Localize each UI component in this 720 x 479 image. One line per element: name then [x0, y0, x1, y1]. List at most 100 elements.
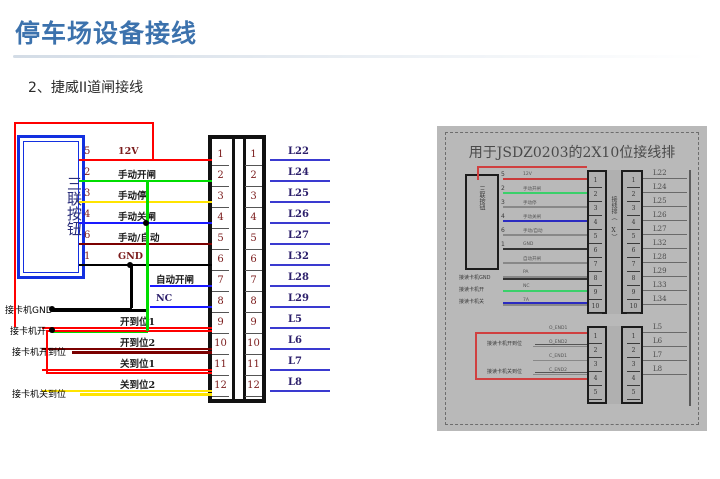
l-label-L29: L29 [288, 293, 309, 304]
wire-开到位1 [42, 327, 212, 329]
photo-wire-PA [503, 276, 587, 278]
photo-signal-label-C_END1: C_END1 [549, 354, 567, 359]
terminal-left-cell-4: 4 [212, 208, 229, 229]
photo-signal-label-NC: NC [523, 284, 530, 289]
photo-l-line-L24 [643, 192, 687, 193]
photo-wire-C_END2 [533, 374, 587, 376]
photo-signal-label-PA: PA [523, 270, 529, 275]
photo-signal-label-GND: GND [523, 242, 534, 247]
photo-pin-6: 1 [501, 241, 505, 248]
l-label-L24: L24 [288, 167, 309, 178]
photo-red-loop-bottom [475, 378, 587, 380]
terminal-right-cell-11: 11 [245, 355, 262, 376]
photo-pin-3: 3 [501, 199, 505, 206]
terminal-right-cell-8: 8 [245, 292, 262, 313]
photo-button-box [465, 174, 499, 270]
photo-term-top-right-8: 8 [627, 272, 640, 286]
terminal-right-cell-4: 4 [245, 208, 262, 229]
l-line-L25 [270, 201, 330, 203]
photo-l-line-L28 [643, 262, 687, 263]
photo-term-bot-left-1: 1 [589, 330, 602, 344]
photo-l-label-L26: L26 [653, 211, 667, 219]
l-line-L29 [270, 306, 330, 308]
photo-term-bot-right-2: 2 [627, 344, 640, 358]
red-loop-right [152, 122, 154, 159]
photo-term-top-right-10: 10 [627, 300, 640, 314]
button-box-label: 三联按钮 [65, 176, 83, 236]
terminal-right-cell-2: 2 [245, 166, 262, 187]
button-pin-2: 2 [84, 167, 91, 178]
photo-term-top-right-7: 7 [627, 258, 640, 272]
wire-手动停 [96, 201, 212, 203]
button-box-inner-border [23, 141, 79, 273]
signal-label-手动/自动: 手动/自动 [118, 233, 160, 244]
terminal-right-cell-1: 1 [245, 145, 262, 166]
photo-wire-手动/自动 [503, 234, 587, 236]
signal-label-GND: GND [118, 251, 144, 262]
photo-l-line-L8 [643, 374, 687, 375]
photo-term-top-right-3: 3 [627, 202, 640, 216]
signal-label-关到位2: 关到位2 [120, 380, 156, 391]
pin-stub-2 [79, 180, 97, 182]
photo-signal-label-手动开闸: 手动开闸 [523, 187, 541, 192]
photo-l-line-L29 [643, 276, 687, 277]
button-pin-1: 1 [84, 251, 91, 262]
green-vertical [146, 180, 149, 331]
photo-l-line-L27 [643, 234, 687, 235]
button-pin-6: 6 [84, 230, 91, 241]
photo-term-bot-left-3: 3 [589, 358, 602, 372]
photo-l-label-L27: L27 [653, 225, 667, 233]
photo-red-top-rail [477, 166, 587, 168]
photo-l-label-L6: L6 [653, 337, 663, 345]
l-line-L22 [270, 159, 330, 161]
wire-NC [150, 306, 212, 308]
wire-关到位1 [42, 369, 212, 371]
photo-wire-自动开闸 [503, 262, 587, 264]
photo-wire-手动停 [503, 206, 587, 208]
photo-pin-5: 6 [501, 227, 505, 234]
button-pin-3: 3 [84, 188, 91, 199]
wire-手动开闸 [96, 180, 212, 182]
terminal-right-cell-3: 3 [245, 187, 262, 208]
signal-label-开到位1: 开到位1 [120, 317, 156, 328]
signal-label-手动停: 手动停 [118, 191, 147, 202]
terminal-left-cell-1: 1 [212, 145, 229, 166]
photo-term-top-left-6: 6 [589, 244, 602, 258]
photo-left-wire-line-接读卡机关 [503, 302, 587, 304]
terminal-left-cell-7: 7 [212, 271, 229, 292]
red-loop-bottom [46, 372, 212, 374]
terminal-right-cell-9: 9 [245, 313, 262, 334]
photo-signal-label-C_END2: C_END2 [549, 368, 567, 373]
photo-term-bot-right-4: 4 [627, 372, 640, 386]
junction-dot-1 [127, 262, 133, 268]
photo-wire-手动关闸 [503, 220, 587, 222]
photo-l-label-L24: L24 [653, 183, 667, 191]
photo-signal-label-手动/自动: 手动/自动 [523, 229, 543, 234]
photo-term-top-left-9: 9 [589, 286, 602, 300]
photo-wire-手动开闸 [503, 192, 587, 194]
left-wire-label-接卡机开到位: 接卡机开到位 [12, 348, 67, 358]
signal-label-手动开闸: 手动开闸 [118, 170, 157, 181]
photo-left-wire-接读卡机关: 接读卡机关 [459, 299, 485, 305]
wire-GND [96, 264, 212, 266]
photo-red-loop-left [475, 332, 477, 380]
photo-term-top-left-3: 3 [589, 202, 602, 216]
terminal-left-cell-8: 8 [212, 292, 229, 313]
signal-label-手动关闸: 手动关闸 [118, 212, 157, 223]
button-pin-5: 5 [84, 146, 91, 157]
photo-term-top-left-2: 2 [589, 188, 602, 202]
photo-l-line-L33 [643, 290, 687, 291]
l-label-L5: L5 [288, 314, 302, 325]
terminal-block-divider [232, 139, 246, 399]
photo-signal-label-12V: 12V [523, 172, 532, 177]
photo-term-top-left-8: 8 [589, 272, 602, 286]
photo-term-top-left-5: 5 [589, 230, 602, 244]
photo-term-top-right-4: 4 [627, 216, 640, 230]
signal-label-12V: 12V [118, 146, 139, 157]
l-line-L7 [270, 369, 330, 371]
photo-left-wire-bottom-接读卡机关到位: 接读卡机关到位 [487, 369, 523, 375]
pin-stub-6 [79, 243, 97, 245]
photo-l-line-L25 [643, 206, 687, 207]
photo-l-label-L25: L25 [653, 197, 667, 205]
photo-red-loop-top [475, 332, 587, 334]
